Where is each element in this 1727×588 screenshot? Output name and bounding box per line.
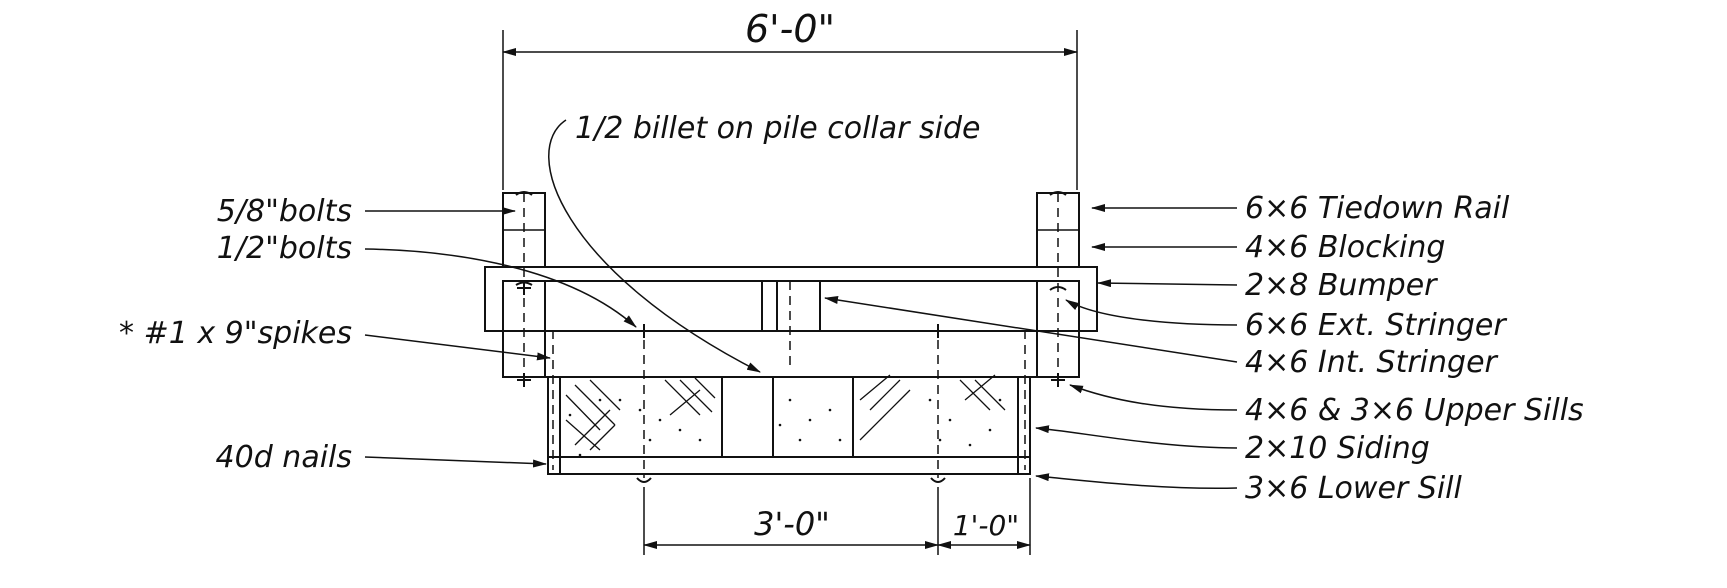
member-label-tiedown-rail: 6×6 Tiedown Rail — [1245, 191, 1510, 226]
int-stringer — [761, 280, 821, 370]
lower-sill — [547, 456, 1031, 475]
member-label-bumper: 2×8 Bumper — [1245, 268, 1438, 303]
bolt-spacing-label: 3'-0" — [754, 505, 830, 543]
bolts-1-2-callout: 1/2"bolts — [217, 231, 352, 266]
upper-sill — [502, 330, 1080, 378]
member-label-int-stringer: 4×6 Int. Stringer — [1245, 345, 1499, 380]
spikes-callout: * #1 x 9"spikes — [119, 316, 352, 351]
member-label-ext-stringer: 6×6 Ext. Stringer — [1245, 308, 1507, 343]
siding — [547, 376, 1031, 475]
upper-sill-blocks — [560, 377, 1018, 458]
right-callouts: 6×6 Tiedown Rail 4×6 Blocking 2×8 Bumper… — [824, 191, 1584, 506]
member-label-blocking: 4×6 Blocking — [1245, 230, 1445, 265]
member-label-upper-sills: 4×6 & 3×6 Upper Sills — [1245, 393, 1584, 428]
member-label-lower-sill: 3×6 Lower Sill — [1245, 471, 1462, 506]
bolts — [517, 193, 1065, 483]
end-spacing-label: 1'-0" — [953, 509, 1019, 542]
overall-width-dimension: 6'-0" — [502, 7, 1078, 190]
bottom-dimensions: 3'-0" 1'-0" — [643, 478, 1031, 555]
billet-callout: 1/2 billet on pile collar side — [575, 111, 980, 146]
left-callouts: 1/2 billet on pile collar side 5/8"bolts… — [119, 111, 980, 475]
nails-callout: 40d nails — [216, 440, 352, 475]
block-hatching — [565, 374, 1006, 457]
bumper — [484, 266, 1098, 332]
bolts-5-8-callout: 5/8"bolts — [217, 194, 352, 229]
member-label-siding: 2×10 Siding — [1245, 431, 1430, 466]
overall-width-label: 6'-0" — [745, 7, 835, 51]
